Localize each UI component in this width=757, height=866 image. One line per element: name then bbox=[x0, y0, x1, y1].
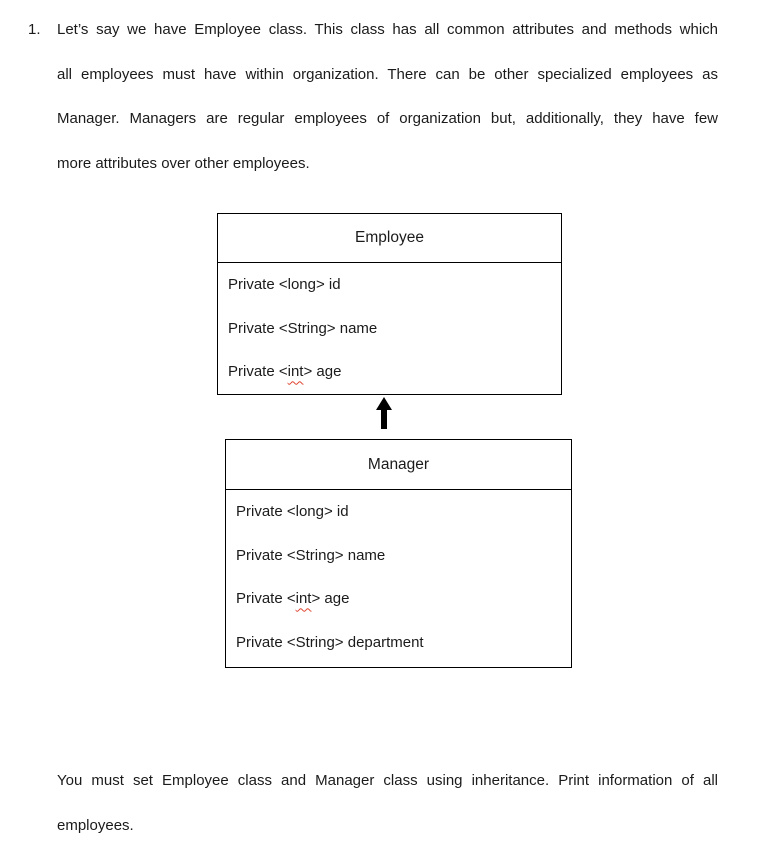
field-age: Private <int> age bbox=[228, 350, 561, 394]
employee-class-title: Employee bbox=[218, 214, 561, 263]
field-text: > age bbox=[311, 590, 350, 608]
field-text: Private <String> name bbox=[228, 319, 378, 337]
field-text: > age bbox=[303, 363, 342, 381]
arrow-stem bbox=[381, 410, 387, 429]
spellcheck-flagged-word: int bbox=[287, 363, 304, 381]
inheritance-arrow-icon bbox=[376, 397, 392, 429]
field-text: Private <long> id bbox=[236, 503, 349, 521]
field-text: Private <long> id bbox=[228, 276, 341, 294]
field-age: Private <int> age bbox=[236, 577, 571, 621]
problem-statement-paragraph: Let’s say we have Employee class. This c… bbox=[57, 8, 718, 186]
paragraph-line: all employees must have within organizat… bbox=[57, 65, 718, 83]
field-name: Private <String> name bbox=[236, 534, 571, 578]
instruction-paragraph: You must set Employee class and Manager … bbox=[57, 759, 718, 848]
field-id: Private <long> id bbox=[228, 263, 561, 307]
paragraph-line: Let’s say we have Employee class. This c… bbox=[57, 21, 718, 38]
list-number: 1. bbox=[28, 21, 41, 38]
field-text: Private <String> department bbox=[236, 633, 424, 651]
field-id: Private <long> id bbox=[236, 490, 571, 534]
paragraph-line: You must set Employee class and Manager … bbox=[57, 772, 718, 789]
field-department: Private <String> department bbox=[236, 621, 571, 665]
employee-class-box: Employee Private <long> id Private <Stri… bbox=[217, 213, 562, 395]
field-text: Private < bbox=[228, 363, 288, 381]
manager-class-title: Manager bbox=[226, 440, 571, 490]
paragraph-line: more attributes over other employees. bbox=[57, 154, 310, 172]
employee-class-fields: Private <long> id Private <String> name … bbox=[218, 263, 561, 394]
field-name: Private <String> name bbox=[228, 307, 561, 351]
field-text: Private <String> name bbox=[236, 546, 386, 564]
field-text: Private < bbox=[236, 590, 296, 608]
arrow-head bbox=[376, 397, 392, 410]
spellcheck-flagged-word: int bbox=[295, 590, 312, 608]
manager-class-fields: Private <long> id Private <String> name … bbox=[226, 490, 571, 664]
paragraph-line: Manager. Managers are regular employees … bbox=[57, 110, 718, 127]
paragraph-line: employees. bbox=[57, 816, 134, 834]
manager-class-box: Manager Private <long> id Private <Strin… bbox=[225, 439, 572, 668]
